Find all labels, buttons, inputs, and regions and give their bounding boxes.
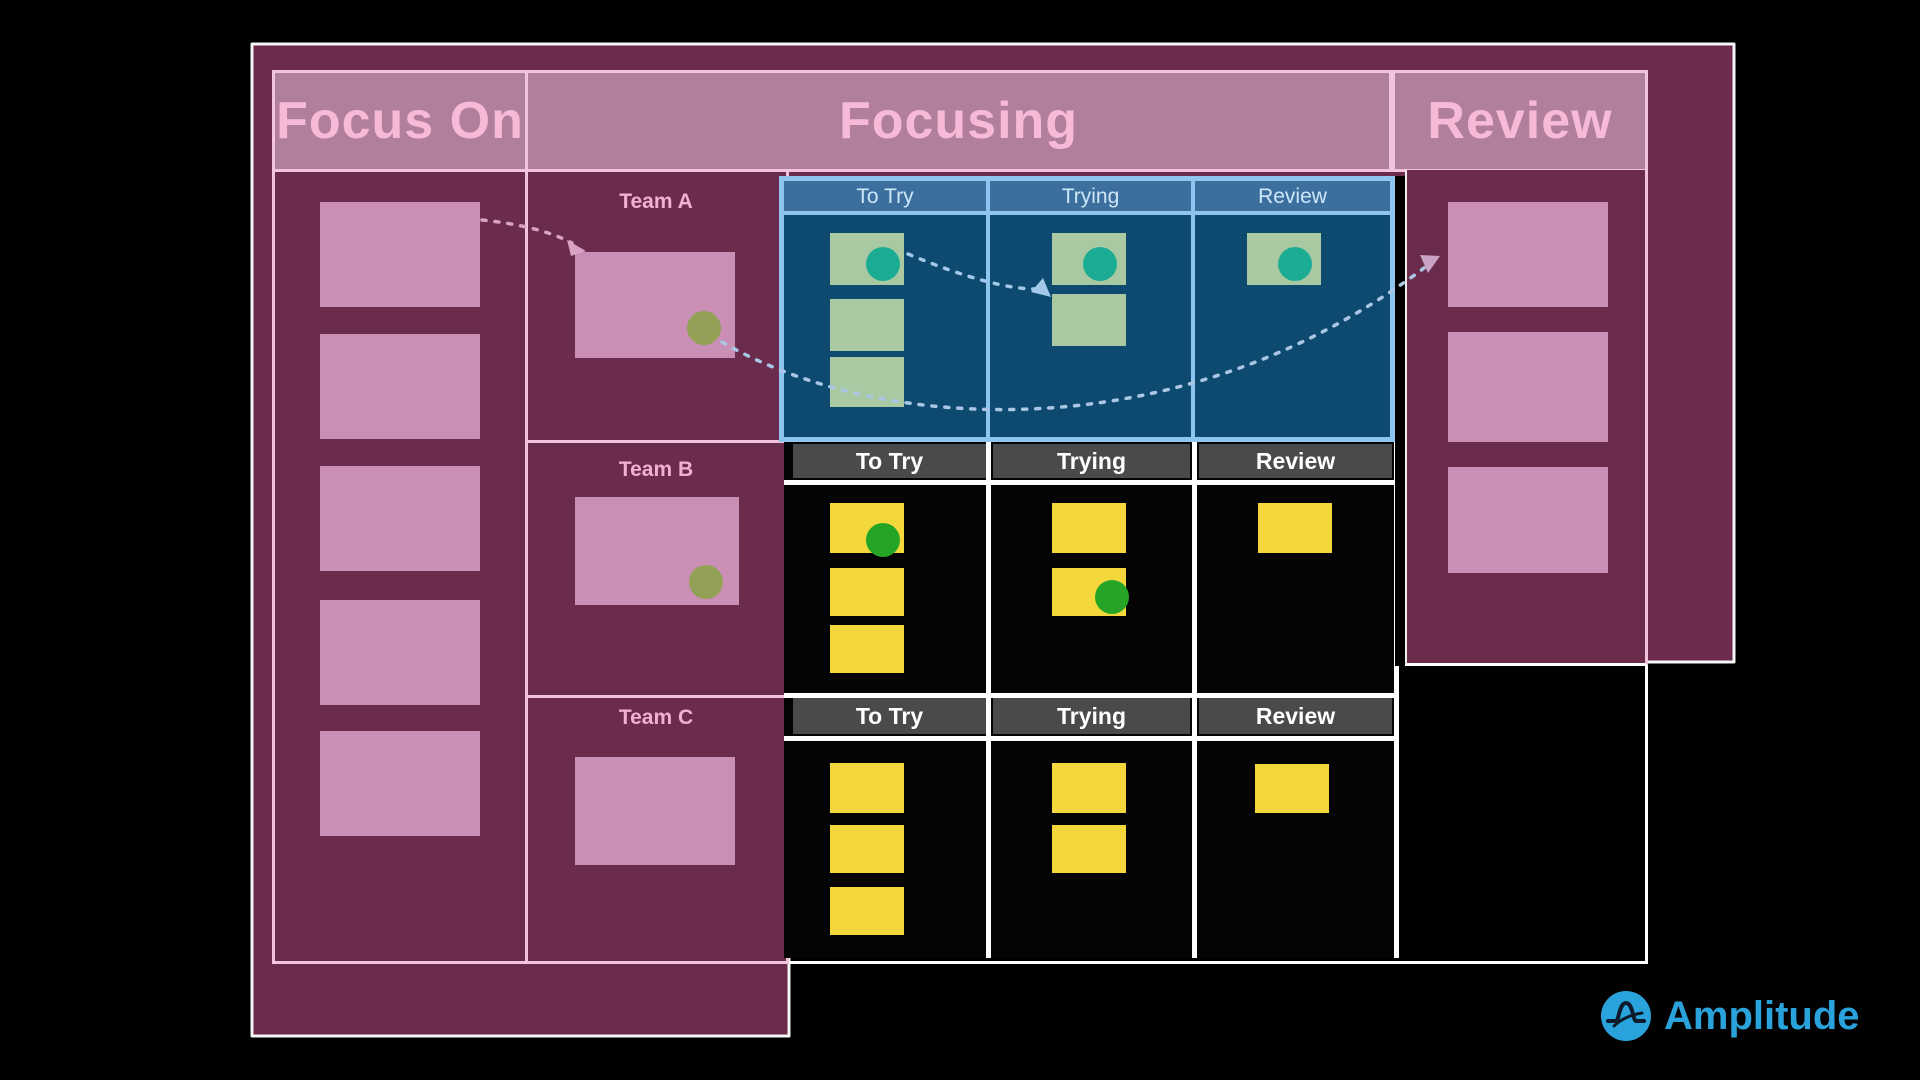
sticky-card bbox=[830, 625, 904, 673]
header-cell-review: Review bbox=[1392, 70, 1648, 172]
team-a-label: Team A bbox=[619, 190, 693, 213]
sticky-card bbox=[1255, 764, 1329, 813]
focus-card bbox=[320, 334, 480, 439]
team-a-teal-dot-2 bbox=[1083, 247, 1117, 281]
amplitude-logo-text: Amplitude bbox=[1664, 993, 1860, 1038]
highlight-header-strip bbox=[784, 181, 1390, 215]
team-b-label: Team B bbox=[618, 458, 694, 481]
team-b-trying-header: Trying bbox=[993, 444, 1190, 478]
sticky-card bbox=[1052, 825, 1126, 873]
gap-strip bbox=[1395, 176, 1405, 666]
sticky-card bbox=[830, 887, 904, 935]
focus-on-title: Focus On bbox=[276, 92, 524, 150]
team-b-green-dot-2 bbox=[1095, 580, 1129, 614]
review-column-body bbox=[1405, 170, 1648, 666]
team-b-totry-label: To Try bbox=[855, 447, 924, 474]
subgrid-col-line-2 bbox=[1192, 442, 1197, 958]
sticky-card bbox=[830, 825, 904, 873]
team-c-header-underline bbox=[784, 736, 1398, 741]
divider-teamA-teamB bbox=[528, 440, 789, 443]
sticky-card bbox=[830, 299, 904, 351]
team-c-trying-header: Trying bbox=[993, 698, 1190, 734]
sticky-card bbox=[830, 357, 904, 407]
focus-card bbox=[320, 600, 480, 705]
team-b-review-label: Review bbox=[1255, 447, 1336, 474]
header-cell-focusing: Focusing bbox=[525, 70, 1392, 172]
sticky-card bbox=[1258, 503, 1332, 553]
team-c-totry-header: To Try bbox=[793, 698, 986, 734]
sticky-card bbox=[1052, 503, 1126, 553]
team-c-focus-card bbox=[575, 757, 735, 865]
focus-card bbox=[320, 202, 480, 307]
subgrid-line-bc bbox=[784, 693, 1398, 698]
team-b-totry-header: To Try bbox=[793, 444, 986, 478]
focusing-title: Focusing bbox=[838, 92, 1079, 150]
team-a-olive-dot bbox=[687, 311, 721, 345]
review-card bbox=[1448, 467, 1608, 573]
team-b-header-underline bbox=[784, 480, 1398, 485]
team-a-highlight-zone: To Try Trying Review bbox=[779, 176, 1395, 442]
team-a-totry-label: To Try bbox=[856, 185, 914, 208]
sticky-card bbox=[1052, 763, 1126, 813]
highlight-col-divider-1 bbox=[986, 181, 990, 437]
team-c-review-header: Review bbox=[1199, 698, 1392, 734]
amplitude-branding: Amplitude bbox=[1600, 988, 1890, 1044]
team-c-trying-label: Trying bbox=[1056, 702, 1126, 729]
team-a-review-label: Review bbox=[1258, 185, 1327, 208]
sticky-card bbox=[830, 568, 904, 616]
team-b-green-dot bbox=[866, 523, 900, 557]
divider-focuson-teams bbox=[525, 172, 528, 964]
header-cell-focus-on: Focus On bbox=[272, 70, 528, 172]
highlight-col-divider-2 bbox=[1191, 181, 1195, 437]
focus-card bbox=[320, 731, 480, 836]
review-title: Review bbox=[1427, 92, 1613, 150]
team-b-trying-label: Trying bbox=[1056, 447, 1126, 474]
team-b-olive-dot bbox=[689, 565, 723, 599]
team-c-totry-label: To Try bbox=[855, 702, 924, 729]
team-c-review-label: Review bbox=[1255, 702, 1336, 729]
subgrid-col-line-1 bbox=[986, 442, 991, 958]
sticky-card bbox=[830, 763, 904, 813]
divider-teamB-teamC bbox=[528, 695, 789, 698]
focus-card bbox=[320, 466, 480, 571]
team-c-label: Team C bbox=[618, 706, 694, 729]
team-a-trying-label: Trying bbox=[1061, 185, 1120, 208]
sticky-card bbox=[1052, 294, 1126, 346]
subgrid-col-line-right bbox=[1394, 442, 1399, 958]
review-card bbox=[1448, 332, 1608, 442]
team-a-teal-dot bbox=[866, 247, 900, 281]
team-a-teal-dot-3 bbox=[1278, 247, 1312, 281]
review-card bbox=[1448, 202, 1608, 307]
team-b-review-header: Review bbox=[1199, 444, 1392, 478]
amplitude-logo-icon bbox=[1601, 991, 1651, 1041]
